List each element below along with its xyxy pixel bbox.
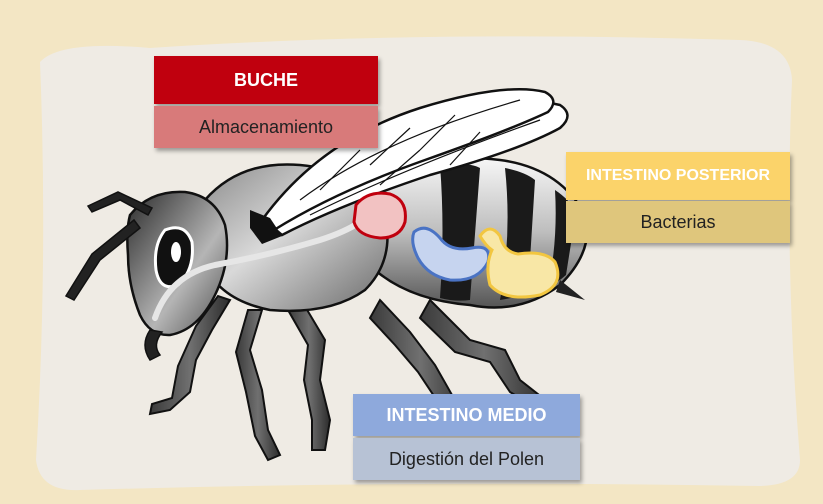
bee-middle-leg-2 [286,296,332,451]
bee-illustration [64,88,589,462]
bee-antenna [86,191,154,217]
wing-veins [299,99,541,216]
hindgut-organ [478,227,560,299]
intestino-posterior-title-box: INTESTINO POSTERIOR [566,152,790,200]
esophagus-line [152,219,363,321]
intestino-medio-subtitle-text: Digestión del Polen [388,448,545,469]
bee-wing-hinge [250,210,282,244]
intestino-posterior-subtitle-text: Bacterias [640,211,716,232]
bee-stinger [556,280,585,300]
buche-title-text: BUCHE [233,69,298,90]
intestino-medio-subtitle-box: Digestión del Polen [353,438,580,480]
bee-antenna-2 [64,218,142,301]
buche-subtitle-box: Almacenamiento [154,106,378,148]
buche-title-box: BUCHE [154,56,378,104]
intestino-medio-title-box: INTESTINO MEDIO [353,394,580,436]
intestino-medio-title-text: INTESTINO MEDIO [386,404,547,425]
bee-front-leg-2 [234,309,282,462]
crop-organ [352,191,407,240]
bee-mandible [144,329,164,361]
buche-subtitle-text: Almacenamiento [198,116,334,137]
bee-front-leg [148,294,232,416]
intestino-posterior-subtitle-box: Bacterias [566,201,790,243]
intestino-posterior-title-text: INTESTINO POSTERIOR [585,167,770,184]
bee-eye-highlight [171,242,181,262]
